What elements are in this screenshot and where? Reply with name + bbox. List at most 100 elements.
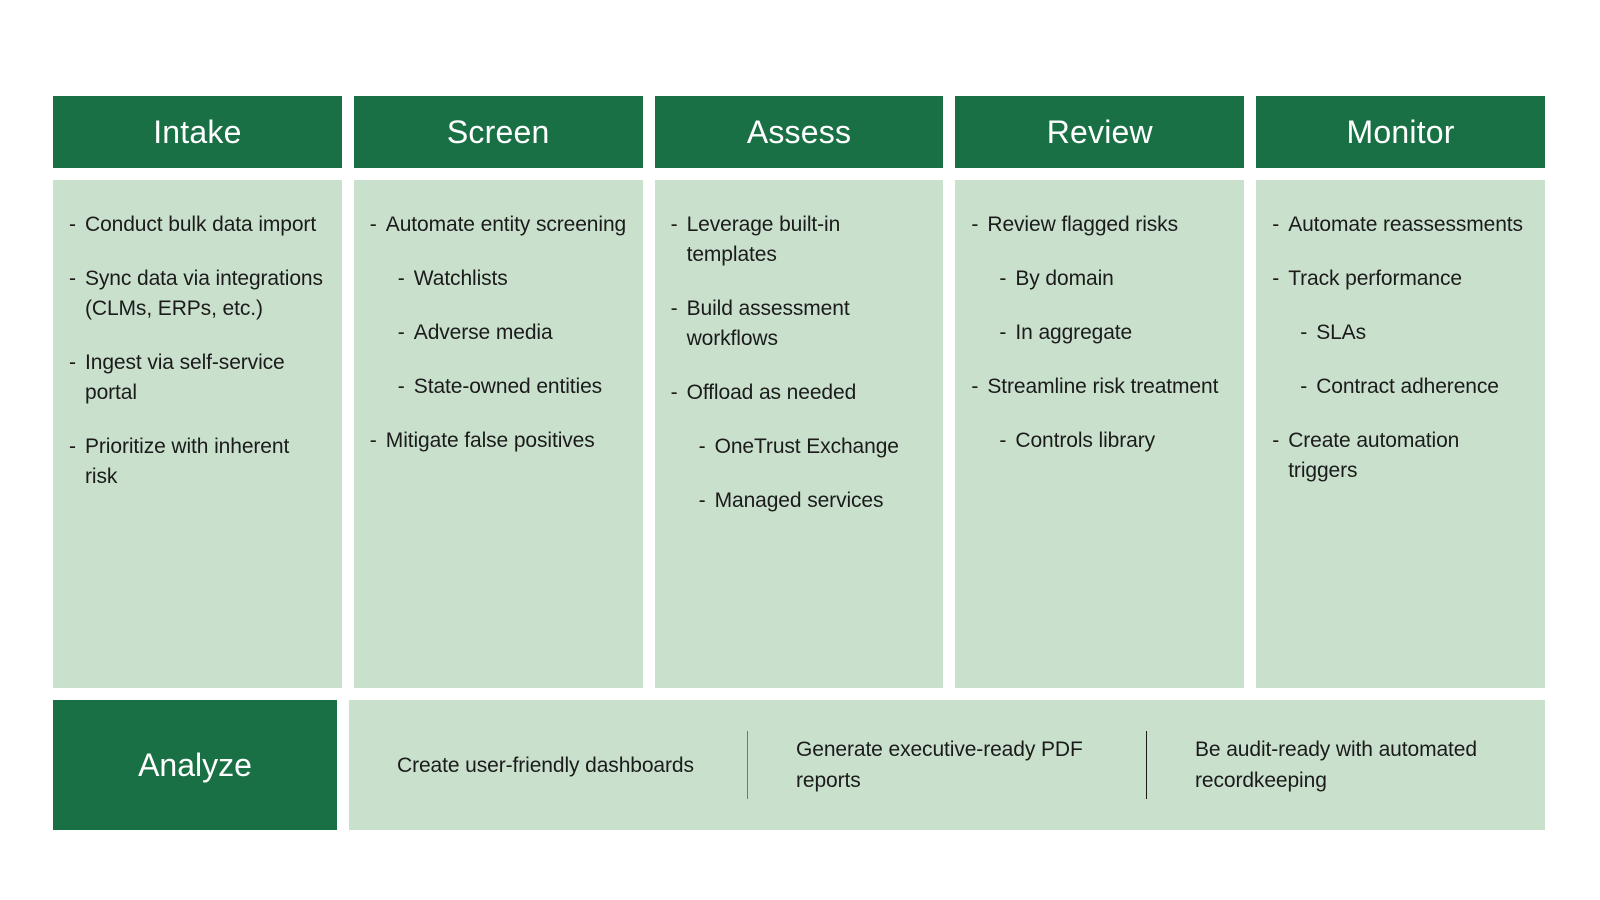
stage-columns: Intake - Conduct bulk data import - Sync… bbox=[53, 96, 1545, 688]
sub-bullet-text: Managed services bbox=[714, 489, 884, 512]
stage-body-review: - Review flagged risks - By domain - In … bbox=[955, 180, 1245, 688]
bullet-group: - Mitigate false positives bbox=[370, 426, 627, 456]
bullet-dash-icon: - bbox=[1272, 429, 1280, 452]
bullet-item: - Mitigate false positives bbox=[370, 426, 627, 456]
analyze-row: Analyze Create user-friendly dashboards … bbox=[53, 700, 1545, 830]
analyze-item-reports: Generate executive-ready PDF reports bbox=[796, 738, 1083, 792]
sub-bullet-text: Adverse media bbox=[413, 321, 553, 344]
analyze-title: Analyze bbox=[138, 747, 252, 783]
bullet-list: - Conduct bulk data import - Sync data v… bbox=[69, 210, 326, 492]
sub-bullet-text: OneTrust Exchange bbox=[714, 435, 899, 458]
bullet-group: - Leverage built-in templates bbox=[671, 210, 928, 270]
analyze-item-recordkeeping: Be audit-ready with automated recordkeep… bbox=[1195, 738, 1477, 792]
bullet-dash-icon: - bbox=[670, 381, 678, 404]
sub-bullet-item: - SLAs bbox=[1300, 318, 1529, 348]
stage-body-screen: - Automate entity screening - Watchlists… bbox=[353, 180, 643, 688]
stage-column-assess: Assess - Leverage built-in templates - B… bbox=[654, 96, 944, 688]
bullet-dash-icon: - bbox=[999, 267, 1007, 290]
stage-header-screen[interactable]: Screen bbox=[353, 96, 643, 168]
sub-bullet-text: State-owned entities bbox=[413, 375, 603, 398]
bullet-text: Automate reassessments bbox=[1288, 213, 1523, 236]
bullet-text: Offload as needed bbox=[686, 381, 857, 404]
stage-body-monitor: - Automate reassessments - Track perform… bbox=[1256, 180, 1545, 688]
bullet-text: Track performance bbox=[1288, 267, 1462, 290]
sub-bullet-item: - Managed services bbox=[699, 486, 928, 516]
bullet-text: Mitigate false positives bbox=[385, 429, 595, 452]
sub-bullet-item: - In aggregate bbox=[999, 318, 1228, 348]
bullet-item: - Automate reassessments bbox=[1272, 210, 1529, 240]
bullet-dash-icon: - bbox=[971, 213, 979, 236]
bullet-dash-icon: - bbox=[69, 435, 76, 458]
sub-bullet-item: - State-owned entities bbox=[398, 372, 627, 402]
bullet-item: - Prioritize with inherent risk bbox=[69, 432, 326, 492]
bullet-text: Prioritize with inherent risk bbox=[85, 435, 290, 488]
stage-body-intake: - Conduct bulk data import - Sync data v… bbox=[53, 180, 342, 688]
bullet-group: - Streamline risk treatment - Controls l… bbox=[971, 372, 1228, 456]
bullet-text: Streamline risk treatment bbox=[987, 375, 1219, 398]
process-diagram: Intake - Conduct bulk data import - Sync… bbox=[53, 96, 1545, 830]
bullet-dash-icon: - bbox=[999, 321, 1007, 344]
analyze-label-box[interactable]: Analyze bbox=[53, 700, 337, 830]
bullet-group: - Review flagged risks - By domain - In … bbox=[971, 210, 1228, 348]
stage-title: Monitor bbox=[1346, 114, 1455, 150]
sub-bullet-text: Contract adherence bbox=[1316, 375, 1499, 398]
bullet-group: - Automate entity screening - Watchlists… bbox=[370, 210, 627, 402]
bullet-list: - Automate entity screening - Watchlists… bbox=[370, 210, 627, 456]
bullet-dash-icon: - bbox=[971, 375, 979, 398]
bullet-group: - Ingest via self-service portal bbox=[69, 348, 326, 408]
sub-bullet-item: - Controls library bbox=[999, 426, 1228, 456]
bullet-dash-icon: - bbox=[670, 297, 678, 320]
stage-column-screen: Screen - Automate entity screening - Wat… bbox=[353, 96, 643, 688]
analyze-divider-2 bbox=[1146, 731, 1147, 799]
sub-bullet-item: - OneTrust Exchange bbox=[699, 432, 928, 462]
bullet-dash-icon: - bbox=[1300, 321, 1308, 344]
bullet-item: - Streamline risk treatment bbox=[971, 372, 1228, 402]
sub-bullet-list: - By domain - In aggregate bbox=[999, 264, 1228, 348]
stage-header-review[interactable]: Review bbox=[955, 96, 1245, 168]
bullet-dash-icon: - bbox=[397, 321, 405, 344]
stage-column-review: Review - Review flagged risks - By domai… bbox=[955, 96, 1245, 688]
stage-header-intake[interactable]: Intake bbox=[53, 96, 342, 168]
sub-bullet-item: - By domain bbox=[999, 264, 1228, 294]
bullet-text: Review flagged risks bbox=[987, 213, 1178, 236]
bullet-dash-icon: - bbox=[698, 435, 706, 458]
sub-bullet-text: Controls library bbox=[1015, 429, 1155, 452]
bullet-item: - Leverage built-in templates bbox=[671, 210, 928, 270]
sub-bullet-item: - Watchlists bbox=[398, 264, 627, 294]
bullet-text: Conduct bulk data import bbox=[85, 213, 317, 236]
bullet-text: Leverage built-in templates bbox=[686, 213, 841, 266]
bullet-group: - Prioritize with inherent risk bbox=[69, 432, 326, 492]
stage-header-assess[interactable]: Assess bbox=[654, 96, 944, 168]
bullet-dash-icon: - bbox=[670, 213, 678, 236]
bullet-list: - Review flagged risks - By domain - In … bbox=[971, 210, 1228, 456]
stage-header-monitor[interactable]: Monitor bbox=[1256, 96, 1545, 168]
bullet-list: - Automate reassessments - Track perform… bbox=[1272, 210, 1529, 486]
bullet-dash-icon: - bbox=[698, 489, 706, 512]
bullet-dash-icon: - bbox=[69, 213, 76, 236]
bullet-dash-icon: - bbox=[369, 213, 377, 236]
bullet-dash-icon: - bbox=[397, 267, 405, 290]
bullet-dash-icon: - bbox=[1272, 213, 1280, 236]
sub-bullet-item: - Contract adherence bbox=[1300, 372, 1529, 402]
bullet-dash-icon: - bbox=[69, 267, 76, 290]
sub-bullet-item: - Adverse media bbox=[398, 318, 627, 348]
stage-title: Assess bbox=[746, 114, 852, 150]
bullet-item: - Offload as needed bbox=[671, 378, 928, 408]
bullet-item: - Create automation triggers bbox=[1272, 426, 1529, 486]
bullet-dash-icon: - bbox=[69, 351, 76, 374]
bullet-group: - Offload as needed - OneTrust Exchange … bbox=[671, 378, 928, 516]
sub-bullet-text: Watchlists bbox=[413, 267, 508, 290]
bullet-text: Create automation triggers bbox=[1288, 429, 1460, 482]
stage-column-intake: Intake - Conduct bulk data import - Sync… bbox=[53, 96, 342, 688]
bullet-item: - Ingest via self-service portal bbox=[69, 348, 326, 408]
bullet-item: - Build assessment workflows bbox=[671, 294, 928, 354]
bullet-item: - Sync data via integrations (CLMs, ERPs… bbox=[69, 264, 326, 324]
bullet-group: - Track performance - SLAs - Contract ad… bbox=[1272, 264, 1529, 402]
stage-title: Review bbox=[1046, 114, 1153, 150]
bullet-item: - Track performance bbox=[1272, 264, 1529, 294]
stage-title: Screen bbox=[446, 114, 550, 150]
analyze-items: Create user-friendly dashboards Generate… bbox=[349, 700, 1545, 830]
sub-bullet-list: - Controls library bbox=[999, 426, 1228, 456]
sub-bullet-text: In aggregate bbox=[1015, 321, 1133, 344]
sub-bullet-list: - Watchlists - Adverse media - State-own… bbox=[398, 264, 627, 402]
